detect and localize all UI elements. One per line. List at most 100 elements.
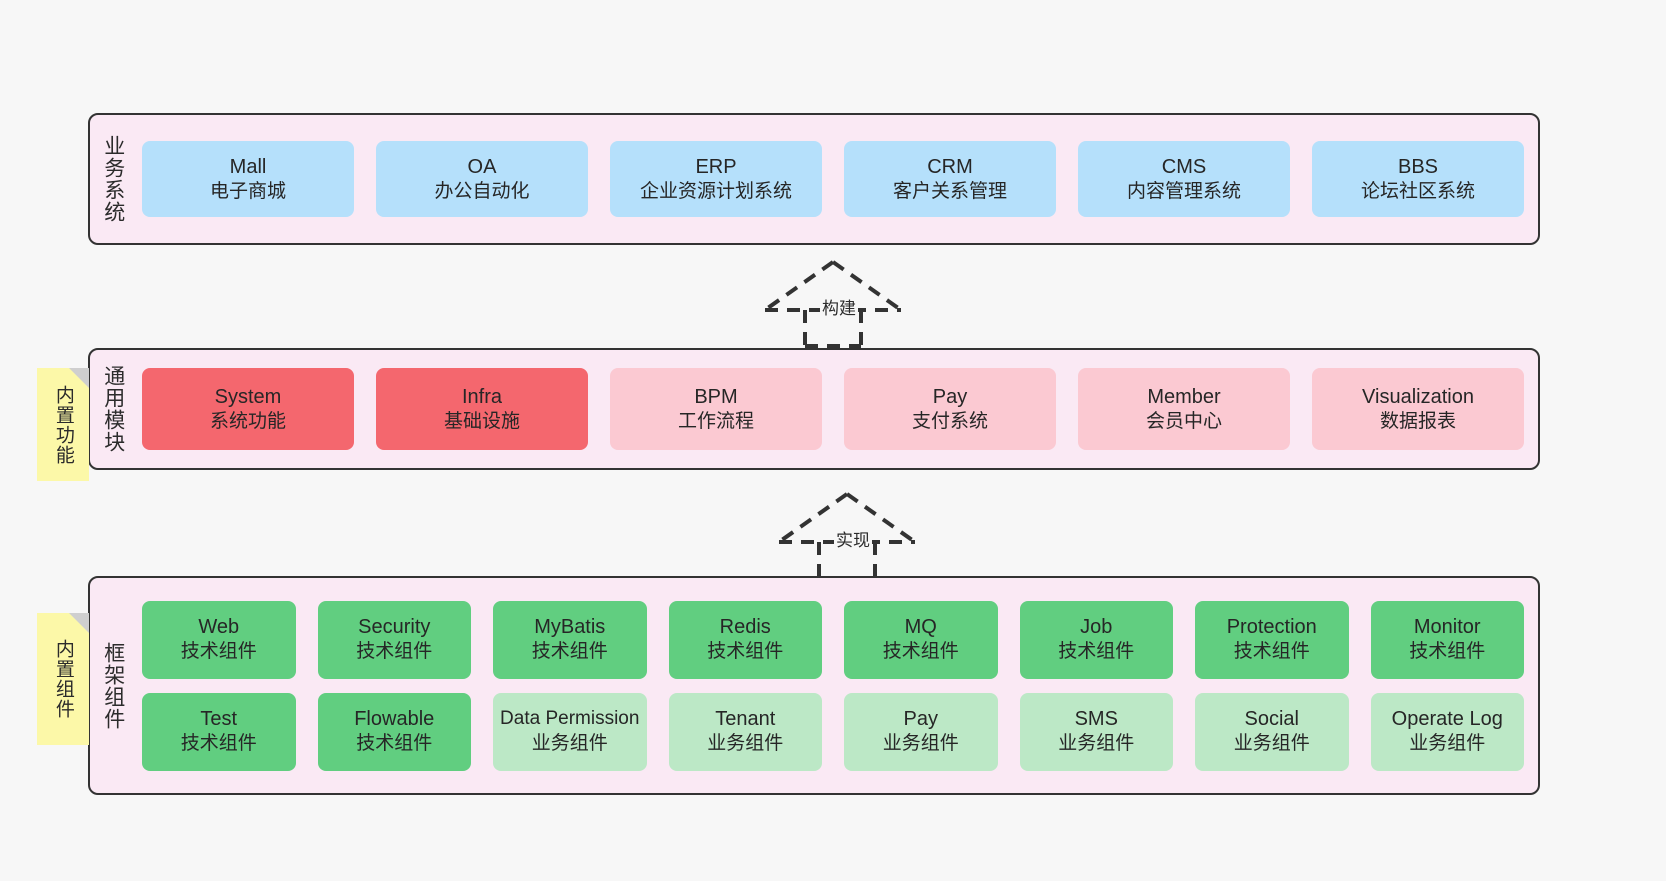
card-subtitle: 电子商城	[209, 180, 286, 202]
card-subtitle: 技术组件	[180, 733, 257, 755]
component-card-test[interactable]: Test 技术组件	[142, 692, 296, 771]
card-subtitle: 技术组件	[1409, 641, 1486, 663]
card-title: Flowable	[354, 708, 435, 731]
layer-common-label: 通用模块	[101, 365, 125, 453]
card-subtitle: 办公自动化	[434, 180, 530, 202]
component-card-job[interactable]: Job 技术组件	[1019, 600, 1173, 679]
card-subtitle: 业务组件	[1409, 733, 1486, 755]
component-card-protection[interactable]: Protection 技术组件	[1195, 600, 1349, 679]
component-card-sms[interactable]: SMS 业务组件	[1019, 692, 1173, 771]
card-subtitle: 会员中心	[1145, 410, 1222, 432]
card-title: Test	[200, 708, 238, 731]
card-title: CMS	[1161, 155, 1207, 178]
card-title: Monitor	[1413, 616, 1481, 639]
card-title: Social	[1244, 708, 1299, 731]
card-title: Protection	[1226, 616, 1317, 639]
framework-row-2: Test 技术组件 Flowable 技术组件 Data Permission …	[142, 692, 1524, 771]
business-row: Mall 电子商城 OA 办公自动化 ERP 企业资源计划系统 CRM 客户关系…	[142, 141, 1524, 217]
card-subtitle: 论坛社区系统	[1360, 180, 1475, 202]
component-card-tenant[interactable]: Tenant 业务组件	[668, 692, 822, 771]
layer-framework-components: 框架组件 Web 技术组件 Security 技术组件 MyBatis 技术组件…	[88, 576, 1540, 795]
layer-business-label: 业务系统	[101, 135, 125, 223]
business-card-crm[interactable]: CRM 客户关系管理	[844, 141, 1056, 217]
module-card-bpm[interactable]: BPM 工作流程	[610, 368, 822, 450]
card-title: ERP	[695, 155, 737, 178]
card-subtitle: 业务组件	[1058, 733, 1135, 755]
business-card-oa[interactable]: OA 办公自动化	[376, 141, 588, 217]
card-title: MyBatis	[534, 616, 606, 639]
card-subtitle: 基础设施	[443, 410, 520, 432]
note-text: 内置功能	[52, 384, 74, 465]
business-card-mall[interactable]: Mall 电子商城	[142, 141, 354, 217]
card-subtitle: 业务组件	[707, 733, 784, 755]
component-card-operate-log[interactable]: Operate Log 业务组件	[1370, 692, 1524, 771]
component-card-security[interactable]: Security 技术组件	[317, 600, 471, 679]
card-title: Job	[1080, 616, 1113, 639]
card-title: BPM	[694, 385, 738, 408]
module-card-infra[interactable]: Infra 基础设施	[376, 368, 588, 450]
card-title: OA	[467, 155, 497, 178]
component-card-flowable[interactable]: Flowable 技术组件	[317, 692, 471, 771]
card-subtitle: 技术组件	[531, 641, 608, 663]
card-subtitle: 业务组件	[531, 732, 608, 754]
note-fold-corner-icon	[69, 613, 89, 633]
layer-framework-body: Web 技术组件 Security 技术组件 MyBatis 技术组件 Redi…	[136, 578, 1538, 793]
business-card-cms[interactable]: CMS 内容管理系统	[1078, 141, 1290, 217]
component-card-mybatis[interactable]: MyBatis 技术组件	[493, 600, 647, 679]
card-title: BBS	[1397, 155, 1439, 178]
note-builtin-components: 内置组件	[37, 613, 89, 745]
module-card-visualization[interactable]: Visualization 数据报表	[1312, 368, 1524, 450]
card-subtitle: 客户关系管理	[892, 180, 1007, 202]
card-subtitle: 业务组件	[882, 733, 959, 755]
card-title: Member	[1147, 385, 1221, 408]
card-title: Visualization	[1362, 385, 1474, 408]
card-title: Data Permission	[500, 707, 640, 729]
card-subtitle: 企业资源计划系统	[639, 180, 792, 202]
component-card-web[interactable]: Web 技术组件	[142, 600, 296, 679]
card-title: Security	[358, 616, 431, 639]
card-subtitle: 技术组件	[1233, 641, 1310, 663]
card-title: Pay	[932, 385, 968, 408]
component-card-mq[interactable]: MQ 技术组件	[844, 600, 998, 679]
component-card-pay[interactable]: Pay 业务组件	[844, 692, 998, 771]
note-text: 内置组件	[52, 639, 74, 719]
layer-framework-label: 框架组件	[101, 641, 125, 730]
business-card-erp[interactable]: ERP 企业资源计划系统	[610, 141, 822, 217]
component-card-redis[interactable]: Redis 技术组件	[668, 600, 822, 679]
module-card-system[interactable]: System 系统功能	[142, 368, 354, 450]
card-title: Infra	[461, 385, 503, 408]
card-title: Web	[198, 616, 240, 639]
card-title: Mall	[229, 155, 267, 178]
connector-build: 构建	[758, 258, 908, 348]
connector-implement-label: 实现	[834, 526, 872, 551]
component-card-monitor[interactable]: Monitor 技术组件	[1370, 600, 1524, 679]
card-title: System	[214, 385, 282, 408]
card-title: Operate Log	[1391, 708, 1503, 731]
component-card-data-permission[interactable]: Data Permission 业务组件	[493, 692, 647, 771]
card-subtitle: 内容管理系统	[1126, 180, 1241, 202]
card-subtitle: 技术组件	[356, 733, 433, 755]
connector-build-label: 构建	[820, 294, 858, 319]
card-subtitle: 业务组件	[1233, 733, 1310, 755]
card-subtitle: 技术组件	[356, 641, 433, 663]
card-subtitle: 数据报表	[1379, 410, 1456, 432]
module-card-pay[interactable]: Pay 支付系统	[844, 368, 1056, 450]
card-subtitle: 技术组件	[707, 641, 784, 663]
card-subtitle: 技术组件	[1058, 641, 1135, 663]
layer-business-body: Mall 电子商城 OA 办公自动化 ERP 企业资源计划系统 CRM 客户关系…	[136, 115, 1538, 243]
card-title: Tenant	[715, 708, 776, 731]
framework-row-1: Web 技术组件 Security 技术组件 MyBatis 技术组件 Redi…	[142, 600, 1524, 679]
connector-implement: 实现	[772, 490, 922, 580]
note-fold-corner-icon	[69, 368, 89, 388]
business-card-bbs[interactable]: BBS 论坛社区系统	[1312, 141, 1524, 217]
card-title: MQ	[904, 616, 937, 639]
card-subtitle: 支付系统	[911, 410, 988, 432]
card-subtitle: 系统功能	[209, 410, 286, 432]
card-title: SMS	[1074, 708, 1118, 731]
note-builtin-functions: 内置功能	[37, 368, 89, 481]
layer-common-body: System 系统功能 Infra 基础设施 BPM 工作流程 Pay 支付系统…	[136, 350, 1538, 468]
module-card-member[interactable]: Member 会员中心	[1078, 368, 1290, 450]
layer-common-modules: 通用模块 System 系统功能 Infra 基础设施 BPM 工作流程 Pay…	[88, 348, 1540, 470]
component-card-social[interactable]: Social 业务组件	[1195, 692, 1349, 771]
